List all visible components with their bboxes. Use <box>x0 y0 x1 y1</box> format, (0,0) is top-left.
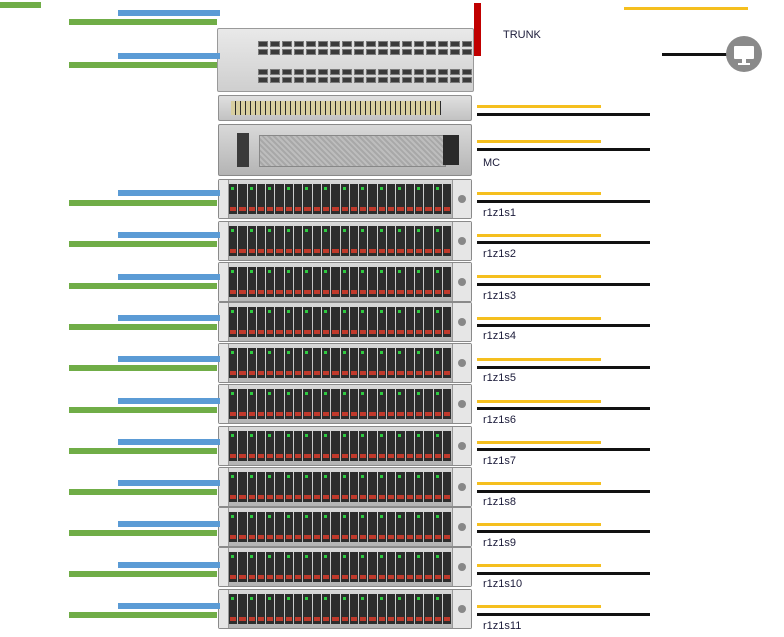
link-blue-s5 <box>118 356 220 362</box>
spine-ports-upper <box>258 41 472 55</box>
mc-drive-right <box>443 135 459 165</box>
link-blue-s6 <box>118 398 220 404</box>
link-yellow-mc <box>477 140 601 143</box>
link-yellow-leaf <box>477 105 601 108</box>
server-7 <box>218 426 472 466</box>
link-blue-spine-1 <box>118 10 220 16</box>
leaf-ports <box>231 101 441 115</box>
server-label: r1z1s3 <box>483 290 517 302</box>
link-black-monitor <box>662 53 728 56</box>
server-2 <box>218 221 472 261</box>
link-green-s11 <box>69 612 217 618</box>
link-blue-s4 <box>118 315 220 321</box>
server-label: r1z1s4 <box>483 330 517 342</box>
link-blue-s10 <box>118 562 220 568</box>
link-green-s4 <box>69 324 217 330</box>
server-3 <box>218 262 472 302</box>
link-black-s8 <box>477 490 650 493</box>
trunk-marker <box>474 3 481 56</box>
leaf-switch <box>218 95 472 121</box>
link-black-s11 <box>477 613 650 616</box>
server-label: r1z1s11 <box>483 620 522 632</box>
link-blue-spine-2 <box>118 53 220 59</box>
server-label: r1z1s10 <box>483 578 523 590</box>
link-blue-s2 <box>118 232 220 238</box>
link-blue-s3 <box>118 274 220 280</box>
link-black-s4 <box>477 324 650 327</box>
server-label: r1z1s5 <box>483 372 517 384</box>
link-blue-s1 <box>118 190 220 196</box>
link-yellow-s4 <box>477 317 601 320</box>
server-5 <box>218 343 472 383</box>
mc-server <box>218 124 472 176</box>
server-10 <box>218 547 472 587</box>
link-green-s10 <box>69 571 217 577</box>
server-8 <box>218 467 472 507</box>
link-black-s10 <box>477 572 650 575</box>
mc-drive-left <box>237 133 249 167</box>
link-blue-s9 <box>118 521 220 527</box>
mc-bezel <box>259 135 446 167</box>
server-label: r1z1s9 <box>483 537 517 549</box>
link-yellow-s7 <box>477 441 601 444</box>
spine-ports-lower <box>258 69 472 83</box>
link-black-s5 <box>477 366 650 369</box>
link-green-s3 <box>69 283 217 289</box>
server-label: r1z1s8 <box>483 496 517 508</box>
link-black-mc <box>477 148 650 151</box>
link-black-s1 <box>477 200 650 203</box>
link-yellow-s1 <box>477 192 601 195</box>
link-yellow-s6 <box>477 400 601 403</box>
server-label: r1z1s6 <box>483 414 517 426</box>
link-green-spine-2 <box>69 62 217 68</box>
server-label: r1z1s7 <box>483 455 517 467</box>
link-green-s5 <box>69 365 217 371</box>
server-6 <box>218 384 472 424</box>
mc-label: MC <box>483 157 501 169</box>
link-green-s8 <box>69 489 217 495</box>
link-green-spine-1 <box>69 19 217 25</box>
link-green-s1 <box>69 200 217 206</box>
spine-switch <box>217 28 474 92</box>
link-black-s3 <box>477 283 650 286</box>
link-green-top <box>0 2 41 8</box>
link-blue-s11 <box>118 603 220 609</box>
link-green-s7 <box>69 448 217 454</box>
link-green-s9 <box>69 530 217 536</box>
server-label: r1z1s1 <box>483 207 517 219</box>
link-blue-s7 <box>118 439 220 445</box>
server-4 <box>218 302 472 342</box>
link-black-s2 <box>477 241 650 244</box>
link-yellow-s3 <box>477 275 601 278</box>
link-black-leaf <box>477 113 650 116</box>
server-1 <box>218 179 472 219</box>
link-blue-s8 <box>118 480 220 486</box>
link-yellow-s5 <box>477 358 601 361</box>
server-9 <box>218 507 472 547</box>
link-black-s6 <box>477 407 650 410</box>
link-yellow-s8 <box>477 482 601 485</box>
link-green-s2 <box>69 241 217 247</box>
server-11 <box>218 589 472 629</box>
server-label: r1z1s2 <box>483 248 517 260</box>
link-yellow-s10 <box>477 564 601 567</box>
monitor-icon <box>726 36 762 72</box>
link-black-s7 <box>477 448 650 451</box>
link-yellow-s11 <box>477 605 601 608</box>
link-yellow-top <box>624 7 748 10</box>
link-yellow-s2 <box>477 234 601 237</box>
trunk-label: TRUNK <box>503 29 541 41</box>
link-black-s9 <box>477 530 650 533</box>
link-yellow-s9 <box>477 523 601 526</box>
link-green-s6 <box>69 407 217 413</box>
